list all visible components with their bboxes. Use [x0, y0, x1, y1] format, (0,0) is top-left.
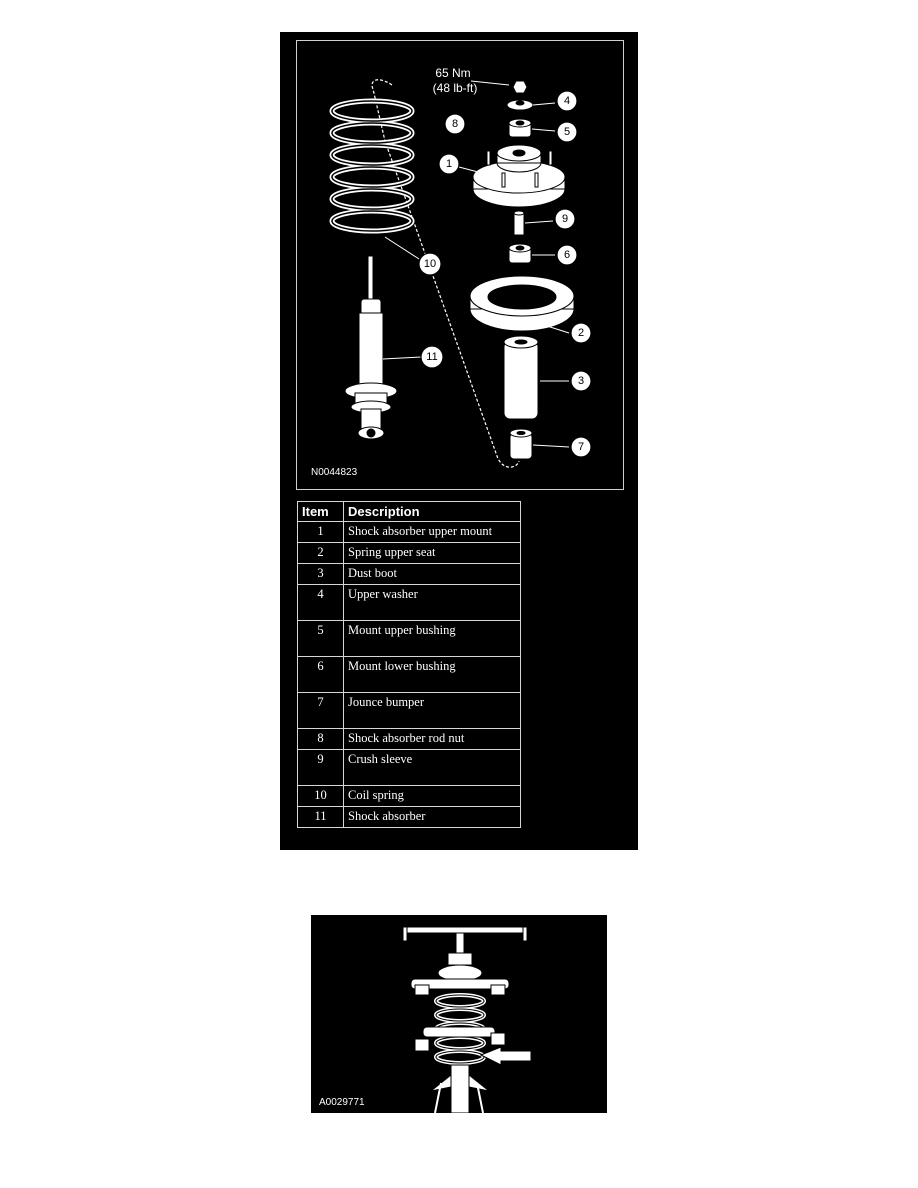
callout-5 [556, 121, 578, 143]
header-item: Item [297, 501, 344, 522]
svg-text:3: 3 [578, 375, 584, 387]
item-number: 3 [297, 563, 344, 585]
callout-4 [556, 90, 578, 112]
item-number: 4 [297, 584, 344, 621]
dust-boot-drawing [503, 335, 539, 420]
svg-text:2: 2 [578, 327, 584, 339]
callout-11 [420, 345, 444, 369]
item-number: 5 [297, 620, 344, 657]
table-row: 2 Spring upper seat [297, 542, 521, 564]
table-row: 1 Shock absorber upper mount [297, 521, 521, 543]
item-number: 2 [297, 542, 344, 564]
item-description: Jounce bumper [343, 692, 521, 729]
figure-code: A0029771 [319, 1097, 365, 1108]
installation-view-panel: A0029771 [311, 915, 607, 1113]
svg-text:5: 5 [564, 126, 570, 138]
item-description: Shock absorber [343, 806, 521, 828]
svg-text:9: 9 [562, 213, 568, 225]
item-description: Shock absorber upper mount [343, 521, 521, 543]
item-number: 6 [297, 656, 344, 693]
svg-text:7: 7 [578, 441, 584, 453]
svg-text:1: 1 [446, 158, 452, 170]
callout-10 [418, 252, 442, 276]
figure-code: N0044823 [311, 467, 358, 478]
upper-mount-drawing [472, 144, 566, 208]
svg-text:10: 10 [424, 258, 436, 270]
item-description: Shock absorber rod nut [343, 728, 521, 750]
jounce-bumper-drawing [509, 428, 533, 460]
exploded-view-diagram: 65 Nm (48 lb-ft) 8 4 [296, 40, 624, 490]
item-description: Mount lower bushing [343, 656, 521, 693]
table-row: 10 Coil spring [297, 785, 521, 807]
callout-1 [438, 153, 460, 175]
item-description: Upper washer [343, 584, 521, 621]
callout-3 [570, 370, 592, 392]
svg-text:6: 6 [564, 249, 570, 261]
callout-8 [444, 113, 466, 135]
installation-illustration: A0029771 [319, 926, 532, 1113]
table-row: 5 Mount upper bushing [297, 620, 521, 657]
table-row: 7 Jounce bumper [297, 692, 521, 729]
table-row: 8 Shock absorber rod nut [297, 728, 521, 750]
item-description: Dust boot [343, 563, 521, 585]
svg-text:4: 4 [564, 95, 570, 107]
parts-legend-table: Item Description 1 Shock absorber upper … [297, 501, 521, 828]
item-description: Crush sleeve [343, 749, 521, 786]
callout-9 [554, 208, 576, 230]
svg-text:8: 8 [452, 118, 458, 130]
item-description: Mount upper bushing [343, 620, 521, 657]
table-row: 11 Shock absorber [297, 806, 521, 828]
sleeve-bushing-drawing [508, 210, 532, 264]
spring-upper-seat-drawing [469, 275, 575, 332]
item-number: 11 [297, 806, 344, 828]
callout-2 [570, 322, 592, 344]
item-description: Spring upper seat [343, 542, 521, 564]
exploded-view-illustration: 65 Nm (48 lb-ft) 8 4 [311, 66, 592, 478]
table-row: 9 Crush sleeve [297, 749, 521, 786]
table-row: 4 Upper washer [297, 584, 521, 621]
arrow-indicator [479, 1046, 532, 1066]
item-number: 8 [297, 728, 344, 750]
callout-7 [570, 436, 592, 458]
upper-hardware-drawing [506, 80, 534, 138]
item-number: 7 [297, 692, 344, 729]
item-number: 9 [297, 749, 344, 786]
torque-value-imperial: (48 lb-ft) [433, 81, 478, 95]
item-number: 10 [297, 785, 344, 807]
svg-text:11: 11 [426, 351, 437, 363]
callout-6 [556, 244, 578, 266]
shock-absorber-drawing [344, 255, 398, 440]
header-description: Description [343, 501, 521, 522]
item-number: 1 [297, 521, 344, 543]
assembly-guide-line [371, 79, 520, 468]
table-header-row: Item Description [297, 501, 521, 522]
table-row: 6 Mount lower bushing [297, 656, 521, 693]
exploded-view-panel: 65 Nm (48 lb-ft) 8 4 [280, 32, 638, 850]
torque-value: 65 Nm [435, 66, 470, 80]
item-description: Coil spring [343, 785, 521, 807]
table-row: 3 Dust boot [297, 563, 521, 585]
